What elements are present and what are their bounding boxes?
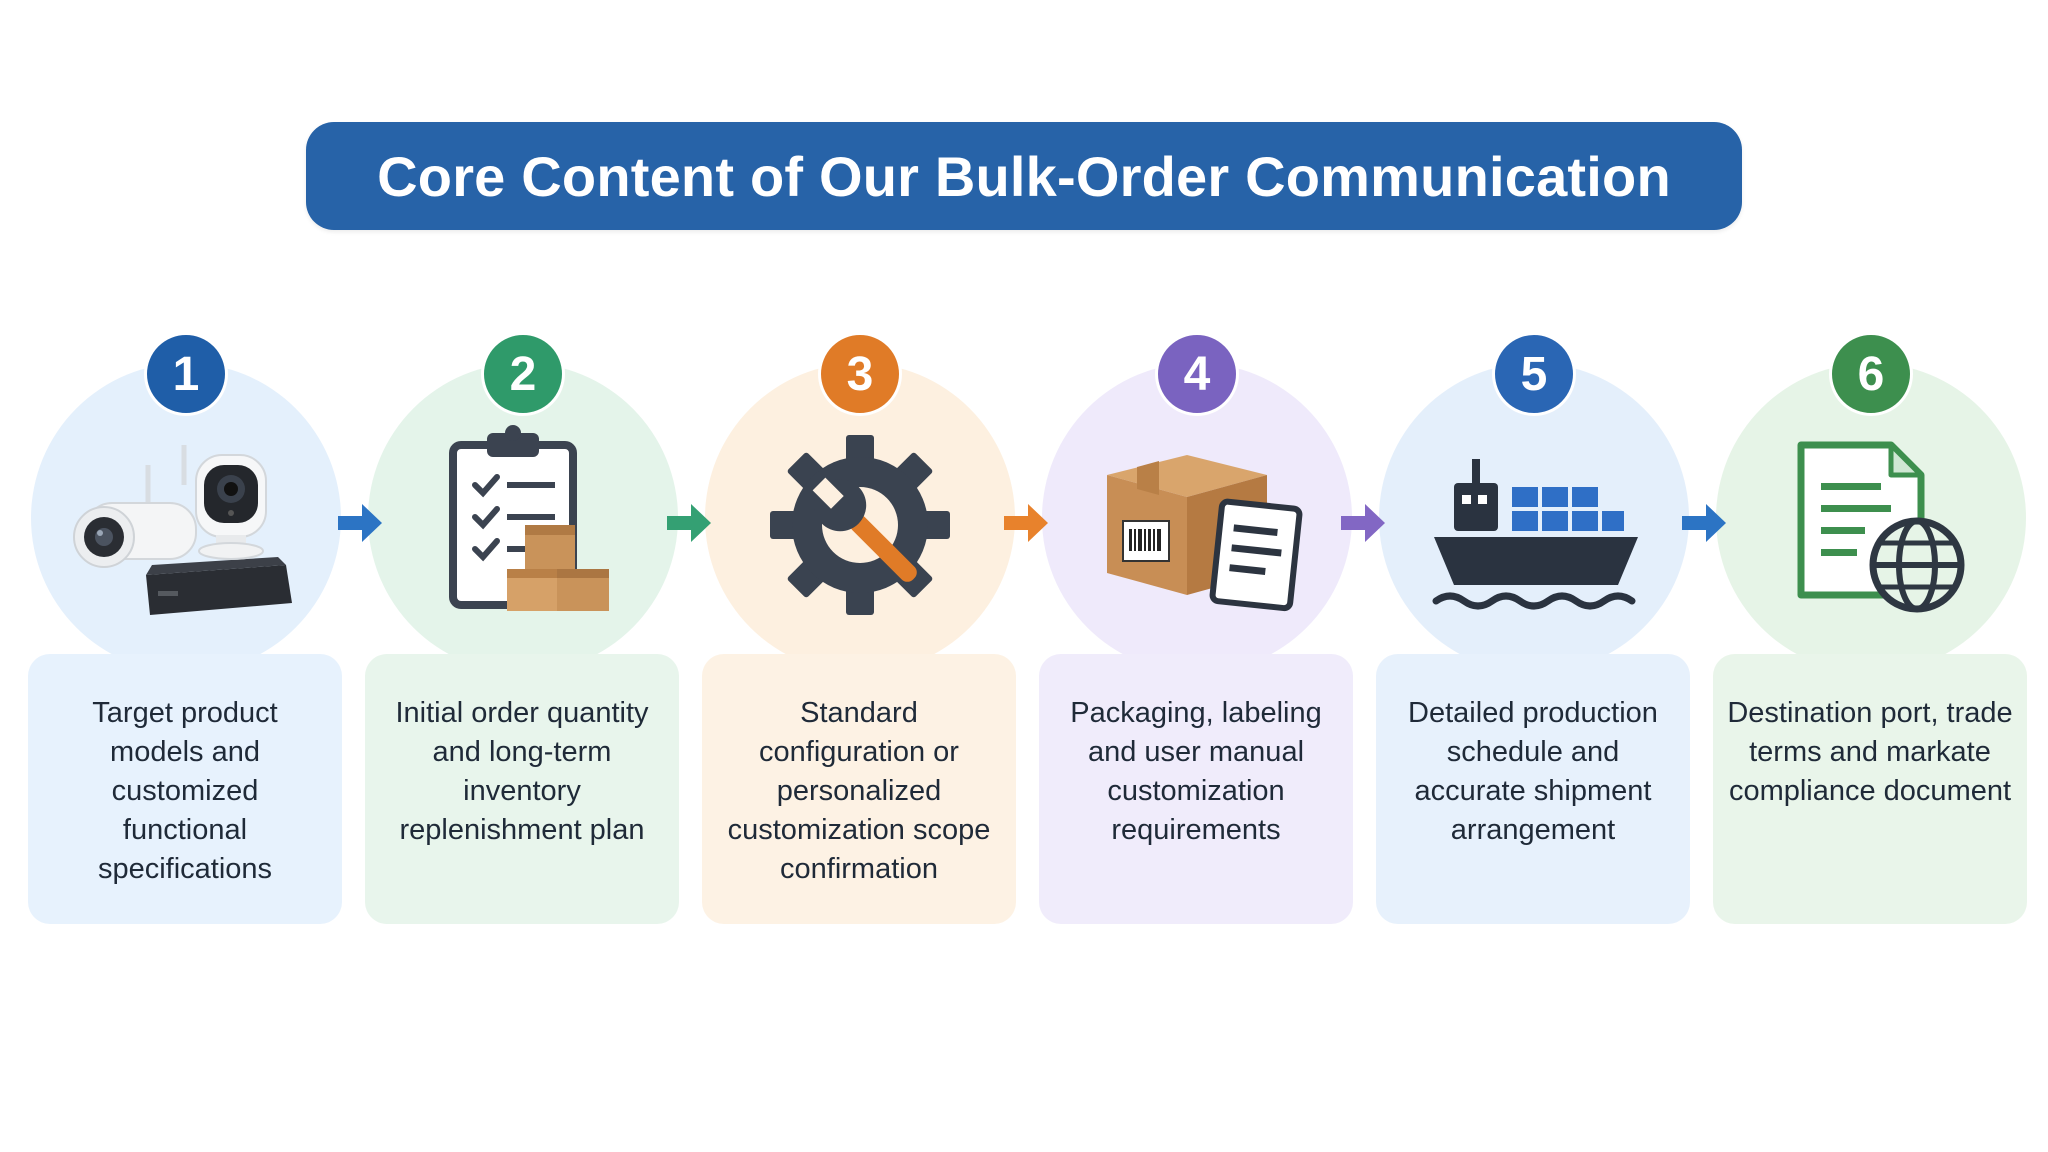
step-3-number: 3 [818, 332, 902, 416]
security-cameras-icon [73, 445, 292, 615]
step-6-text: Destination port, trade terms and markat… [1727, 697, 2013, 807]
page-title: Core Content of Our Bulk-Order Communica… [377, 144, 1671, 208]
arrow-1-icon [338, 504, 382, 542]
step-2-card: Initial order quantity and long-term inv… [365, 654, 679, 924]
gear-wrench-icon [770, 435, 950, 615]
step-6-number: 6 [1829, 332, 1913, 416]
step-1-number: 1 [144, 332, 228, 416]
step-5-text: Detailed production schedule and accurat… [1408, 697, 1658, 846]
arrow-4-icon [1341, 504, 1385, 542]
step-4-text: Packaging, labeling and user manual cust… [1070, 697, 1322, 846]
arrow-5-icon [1682, 504, 1726, 542]
step-1-text: Target product models and customized fun… [92, 697, 278, 885]
step-5-number: 5 [1492, 332, 1576, 416]
arrow-2-icon [667, 504, 711, 542]
cargo-ship-icon [1432, 459, 1638, 610]
step-1-card: Target product models and customized fun… [28, 654, 342, 924]
document-globe-icon [1797, 441, 1965, 613]
step-6-card: Destination port, trade terms and markat… [1713, 654, 2027, 924]
step-4-number: 4 [1155, 332, 1239, 416]
step-4-card: Packaging, labeling and user manual cust… [1039, 654, 1353, 924]
arrow-3-icon [1004, 504, 1048, 542]
package-label-icon [1107, 455, 1303, 612]
clipboard-boxes-icon [449, 425, 609, 611]
step-2-text: Initial order quantity and long-term inv… [395, 697, 649, 846]
step-3-card: Standard configuration or personalized c… [702, 654, 1016, 924]
step-3-text: Standard configuration or personalized c… [727, 697, 991, 885]
step-2-number: 2 [481, 332, 565, 416]
title-banner: Core Content of Our Bulk-Order Communica… [306, 122, 1742, 230]
step-5-card: Detailed production schedule and accurat… [1376, 654, 1690, 924]
